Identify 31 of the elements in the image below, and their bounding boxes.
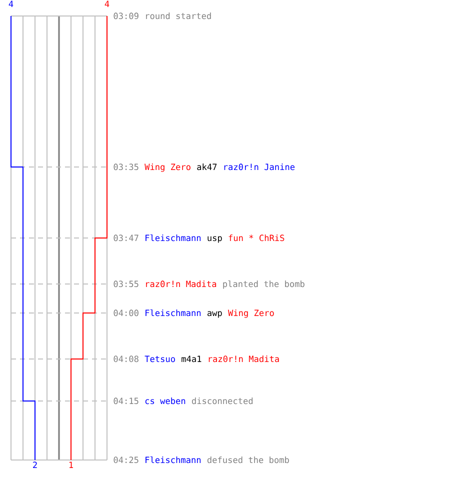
- weapon-name: usp: [208, 236, 222, 243]
- player-name: Wing Zero: [144, 164, 190, 172]
- timestamp: 03:09: [114, 12, 138, 20]
- player-name: Fleischmann: [146, 234, 201, 242]
- event-text: round started: [146, 12, 211, 20]
- timestamp: 03:55: [114, 280, 138, 288]
- player-name: raz0r!n Madita: [208, 356, 279, 362]
- timestamp: 03:47: [114, 234, 138, 242]
- timestamp: 04:15: [114, 398, 138, 404]
- timestamp: 04:00: [114, 310, 138, 316]
- player-name: cs weben: [145, 398, 186, 404]
- player-name: Wing Zero: [228, 310, 274, 318]
- weapon-name: m4a1: [182, 356, 202, 362]
- player-name: raz0r!n Janine: [224, 164, 295, 170]
- timestamp: 03:35: [114, 164, 138, 170]
- event-text: disconnected: [192, 398, 253, 404]
- player-name: fun * ChRiS: [228, 234, 284, 242]
- weapon-name: awp: [208, 311, 222, 318]
- event-text: planted the bomb: [223, 280, 304, 289]
- player-name: Tetsuo: [144, 356, 175, 362]
- player-count: 2: [33, 462, 37, 468]
- player-name: Fleischmann: [146, 456, 201, 464]
- player-name: raz0r!n Madita: [146, 280, 216, 288]
- player-count: 1: [69, 462, 73, 468]
- event-text: defused the bomb: [207, 456, 289, 464]
- player-count: 4: [8, 0, 14, 7]
- timestamp: 04:08: [114, 356, 138, 362]
- timestamp: 04:25: [114, 456, 138, 464]
- weapon-name: ak47: [197, 164, 217, 170]
- player-name: Fleischmann: [146, 309, 201, 316]
- player-count: 4: [104, 0, 110, 7]
